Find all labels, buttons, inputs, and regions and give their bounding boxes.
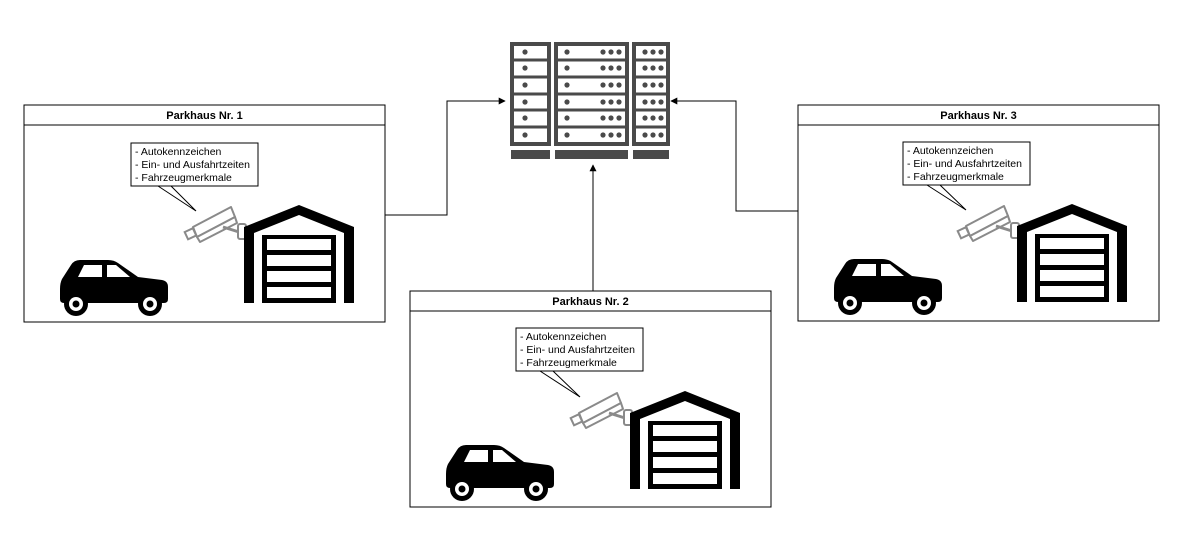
server-column-center [554,42,629,159]
server-column-right [632,42,670,159]
connectors [385,97,798,291]
server-rack-icon [510,42,670,159]
connector-parkhaus-3-to-server [670,97,798,212]
callout-line: - Fahrzeugmerkmale [520,357,617,369]
parkhaus-2: Parkhaus Nr. 2 - Autokennzeichen - Ein- … [409,290,772,508]
callout-line: - Autokennzeichen [907,145,994,157]
parkhaus-1: Parkhaus Nr. 1 - Autokennzeichen - Ein- … [23,104,386,323]
callout-line: - Ein- und Ausfahrtzeiten [907,158,1022,170]
callout-box [902,141,1031,186]
connector-parkhaus-1-to-server [385,97,506,216]
callout-pointer [926,184,967,211]
callout-line: - Ein- und Ausfahrtzeiten [520,344,635,356]
callout-box [515,327,644,372]
server-column-left [510,42,551,159]
callout-line: - Ein- und Ausfahrtzeiten [135,159,250,171]
callout-line: - Fahrzeugmerkmale [907,171,1004,183]
callout-line: - Autokennzeichen [520,331,607,343]
parkhaus-title: Parkhaus Nr. 3 [940,110,1016,122]
parkhaus-3: Parkhaus Nr. 3 - Autokennzeichen - Ein- … [797,104,1160,322]
callout-box [130,142,259,187]
callout-pointer [539,370,581,398]
callout-line: - Autokennzeichen [135,146,222,158]
parkhaus-title: Parkhaus Nr. 1 [166,110,242,122]
callout-pointer [157,185,197,212]
callout-line: - Fahrzeugmerkmale [135,172,232,184]
parkhaus-title: Parkhaus Nr. 2 [552,296,628,308]
